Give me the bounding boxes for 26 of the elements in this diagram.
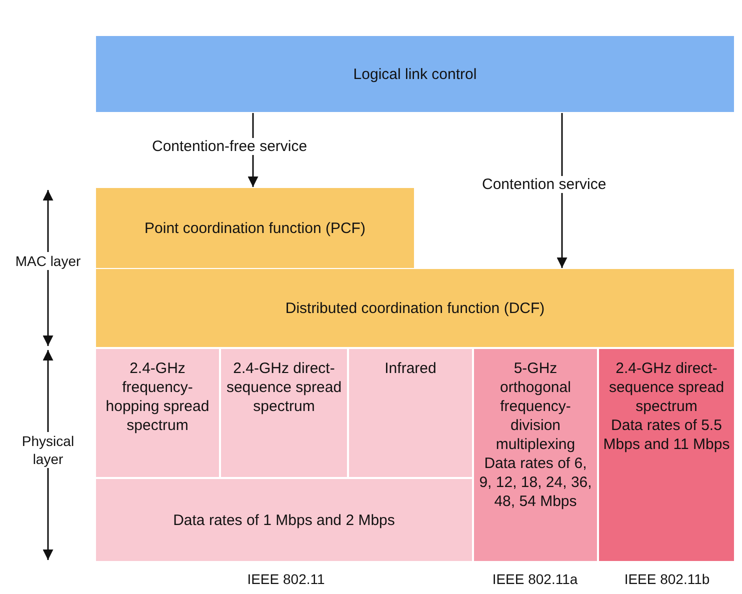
physical-layer-box xyxy=(95,348,220,478)
data-rate-text: Data rates of 6, 9, 12, 18, 24, 36, 48, 54 Mbps xyxy=(478,454,593,511)
box-label: Point coordination function (PCF) xyxy=(144,219,366,238)
box-label: Logical link control xyxy=(352,64,478,84)
box-label: 2.4-GHz direct-sequence spread spectrum xyxy=(608,359,726,416)
box-label: 2.4-GHz direct-sequence spread spectrum xyxy=(225,359,343,416)
box-label: Infrared xyxy=(384,359,438,378)
data-rate-text: Data rates of 5.5 Mbps and 11 Mbps xyxy=(602,416,731,454)
standard-label: IEEE 802.11b xyxy=(623,570,711,588)
standard-label: IEEE 802.11a xyxy=(491,570,579,588)
function-box xyxy=(95,187,415,270)
data-rate-box xyxy=(95,478,473,562)
arrow xyxy=(556,113,568,268)
box-label: Data rates of 1 Mbps and 2 Mbps xyxy=(172,510,396,530)
edge-label: Contention-free service xyxy=(150,138,310,155)
layer-box xyxy=(95,35,735,113)
box-label: 5-GHz orthogonal frequency-division multiplexing xyxy=(494,359,576,454)
standard-label: IEEE 802.11 xyxy=(246,570,326,588)
physical-layer-box xyxy=(220,348,348,478)
box-label: 2.4-GHz frequency-hopping spread spectrum xyxy=(104,359,210,435)
function-box xyxy=(95,268,735,348)
physical-layer-box xyxy=(473,348,598,562)
physical-layer-box xyxy=(348,348,473,478)
edge-label: Contention service xyxy=(480,176,608,193)
box-label: Distributed coordination function (DCF) xyxy=(284,298,546,318)
physical-layer-box xyxy=(598,348,735,562)
